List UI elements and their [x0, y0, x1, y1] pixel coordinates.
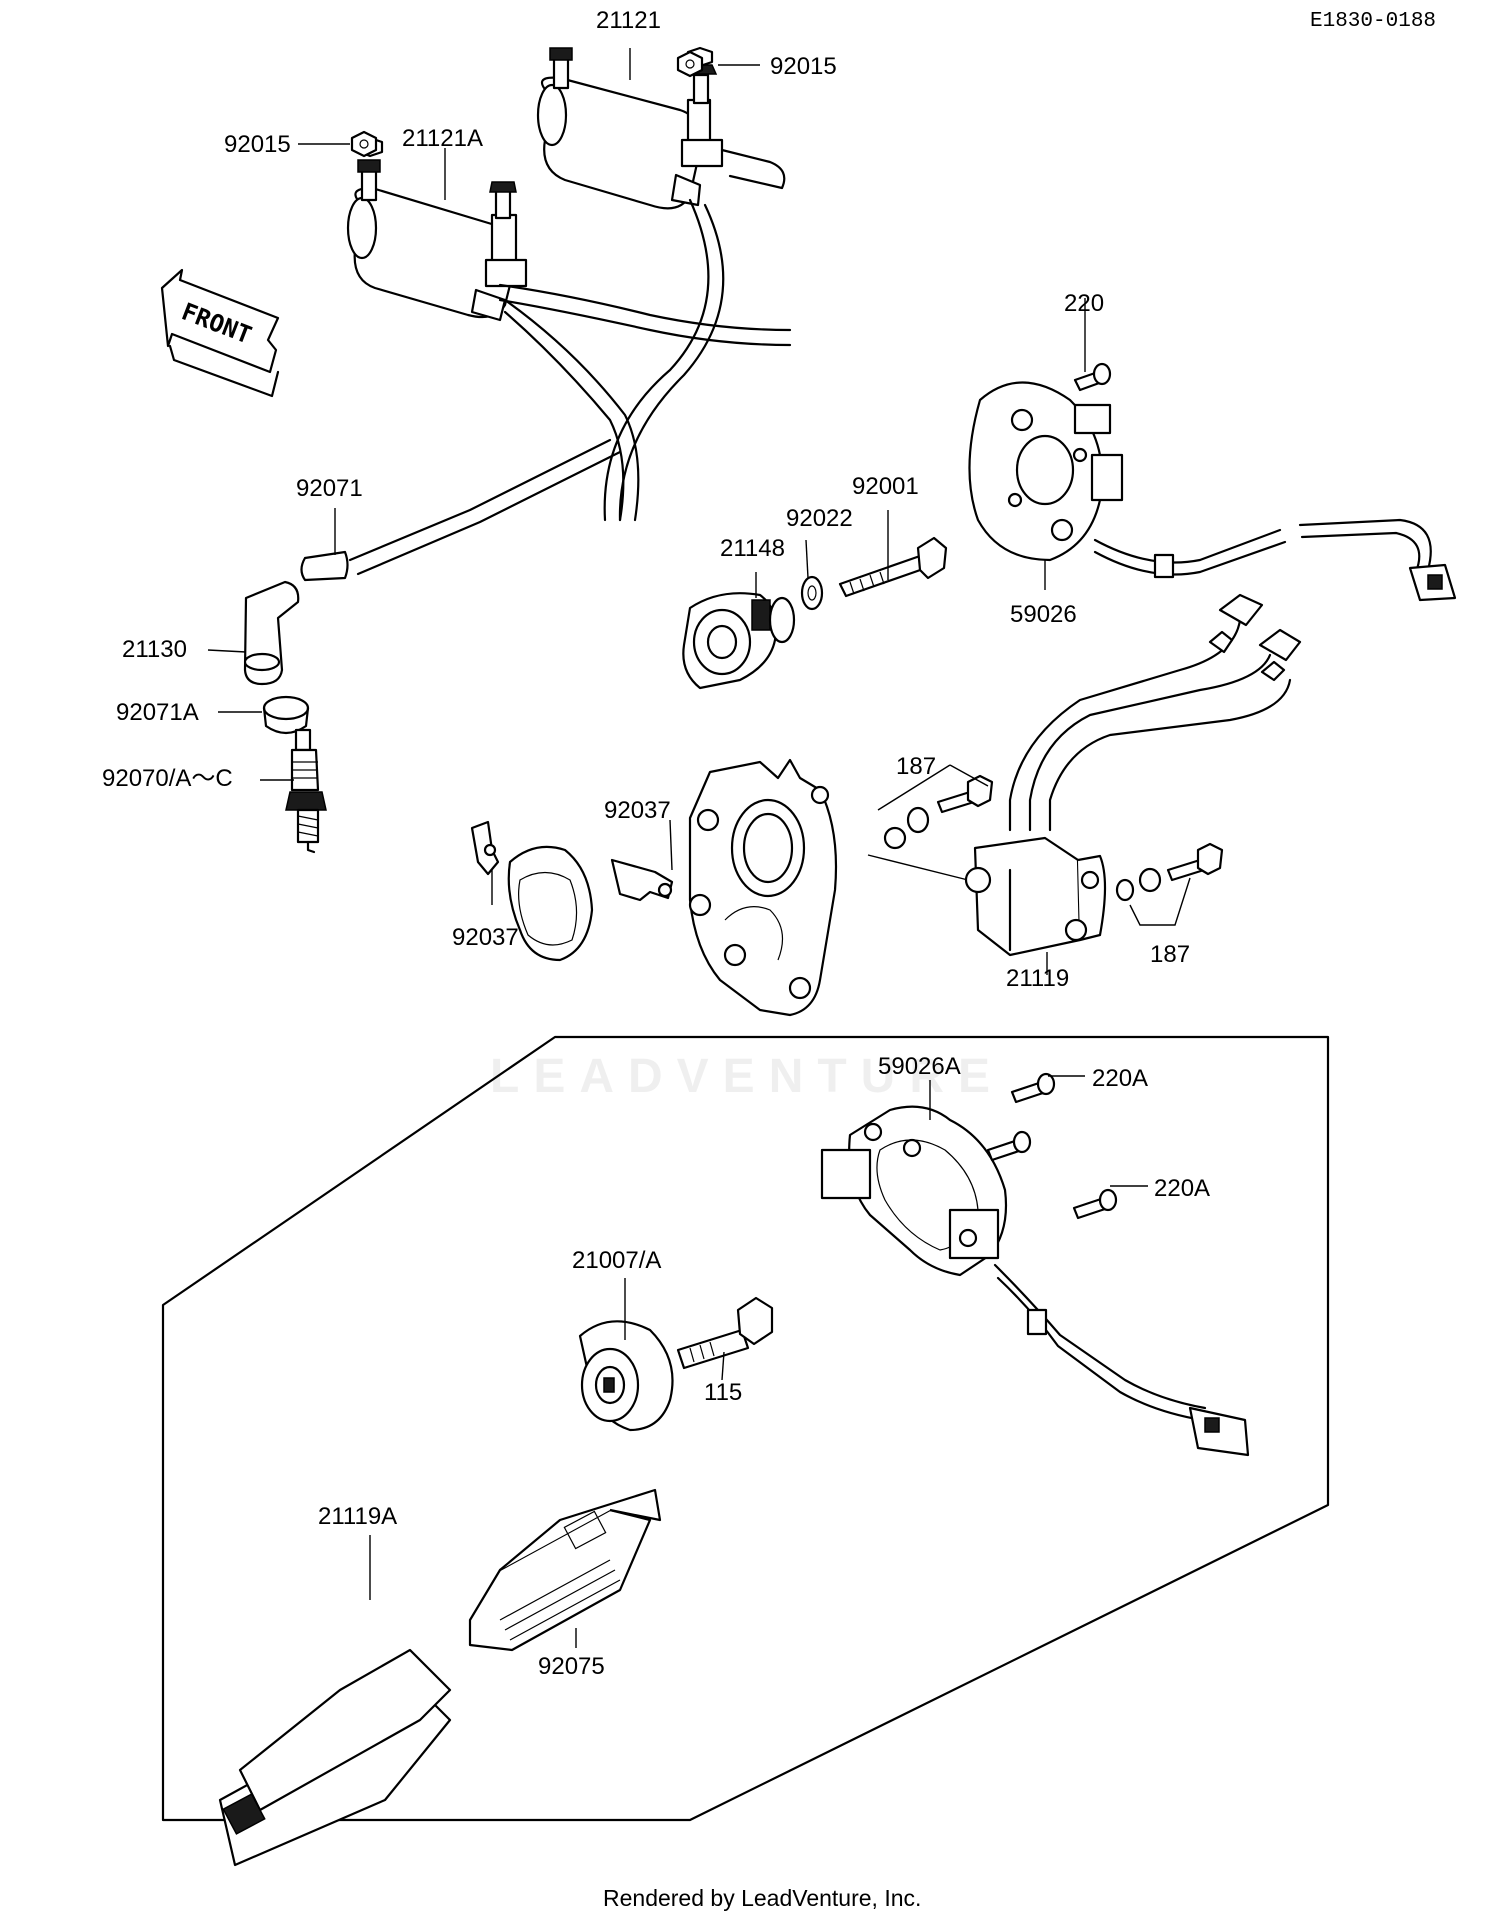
screw-220a-lower	[1072, 1188, 1118, 1220]
plug-cap-seal	[262, 695, 310, 735]
callout-21130: 21130	[122, 636, 187, 663]
callout-187-top: 187	[896, 753, 936, 780]
ignition-coil-right	[536, 46, 786, 210]
plug-cap	[243, 580, 300, 686]
callout-59026: 59026	[1010, 601, 1077, 628]
lead-end-92071	[300, 550, 349, 582]
callout-21007a: 21007/A	[572, 1247, 661, 1274]
callout-115: 115	[704, 1379, 742, 1406]
callout-220a-upper: 220A	[1092, 1065, 1148, 1092]
screw-220	[1073, 362, 1112, 392]
pickup-stator	[968, 381, 1457, 602]
nut-right	[676, 50, 704, 78]
nut-left	[350, 130, 378, 158]
callout-21121a: 21121A	[402, 125, 483, 152]
callout-220: 220	[1064, 290, 1104, 317]
ignition-coil-left	[346, 136, 528, 322]
rotor-bolt	[676, 1296, 774, 1370]
timing-advancer	[682, 592, 796, 690]
igniter-cover	[468, 1488, 662, 1652]
screw-220a-middle	[986, 1130, 1032, 1162]
alternate-pickup-stator	[820, 1105, 1250, 1457]
pickup-cover	[688, 758, 838, 1017]
igniter-unit	[218, 1648, 452, 1867]
callout-187-bottom: 187	[1150, 941, 1190, 968]
regulator-rectifier	[964, 593, 1302, 957]
doc-number: E1830-0188	[1310, 10, 1436, 33]
callout-labels: 21121 92015 92015 21121A 220 92071 92001…	[102, 7, 1210, 1680]
callout-leaders	[207, 48, 1148, 1648]
callout-21148: 21148	[720, 535, 785, 562]
callout-21119: 21119	[1006, 965, 1069, 992]
timing-rotor	[578, 1320, 674, 1432]
screw-220a-upper	[1010, 1072, 1056, 1104]
callout-92071: 92071	[296, 475, 363, 502]
callout-220a-lower: 220A	[1154, 1175, 1210, 1202]
clamp-left	[470, 820, 594, 962]
clamp-right	[610, 858, 674, 902]
callout-92071a: 92071A	[116, 699, 199, 726]
callout-59026a: 59026A	[878, 1053, 961, 1080]
watermark: LEADVENTURE	[490, 1050, 1004, 1103]
callout-21119a: 21119A	[318, 1503, 397, 1530]
high-tension-leads	[348, 198, 792, 576]
callout-92037-left: 92037	[452, 924, 519, 951]
callout-92015-right: 92015	[770, 53, 837, 80]
bolt-92001	[838, 536, 948, 598]
regulator-bolts-bottom	[1115, 842, 1224, 926]
spark-plug	[285, 728, 327, 854]
callout-92022: 92022	[786, 505, 853, 532]
callout-92001: 92001	[852, 473, 919, 500]
regulator-bolts-top	[867, 764, 994, 881]
callout-92070: 92070/A～C	[102, 765, 233, 792]
callout-92037-right: 92037	[604, 797, 671, 824]
callout-92015-left: 92015	[224, 131, 291, 158]
footer-credit: Rendered by LeadVenture, Inc.	[603, 1885, 921, 1911]
washer-92022	[800, 575, 824, 611]
front-arrow-icon: FRONT	[160, 268, 280, 398]
alternate-parts-frame	[161, 1035, 1330, 1822]
callout-92075: 92075	[538, 1653, 605, 1680]
callout-21121: 21121	[596, 7, 661, 34]
